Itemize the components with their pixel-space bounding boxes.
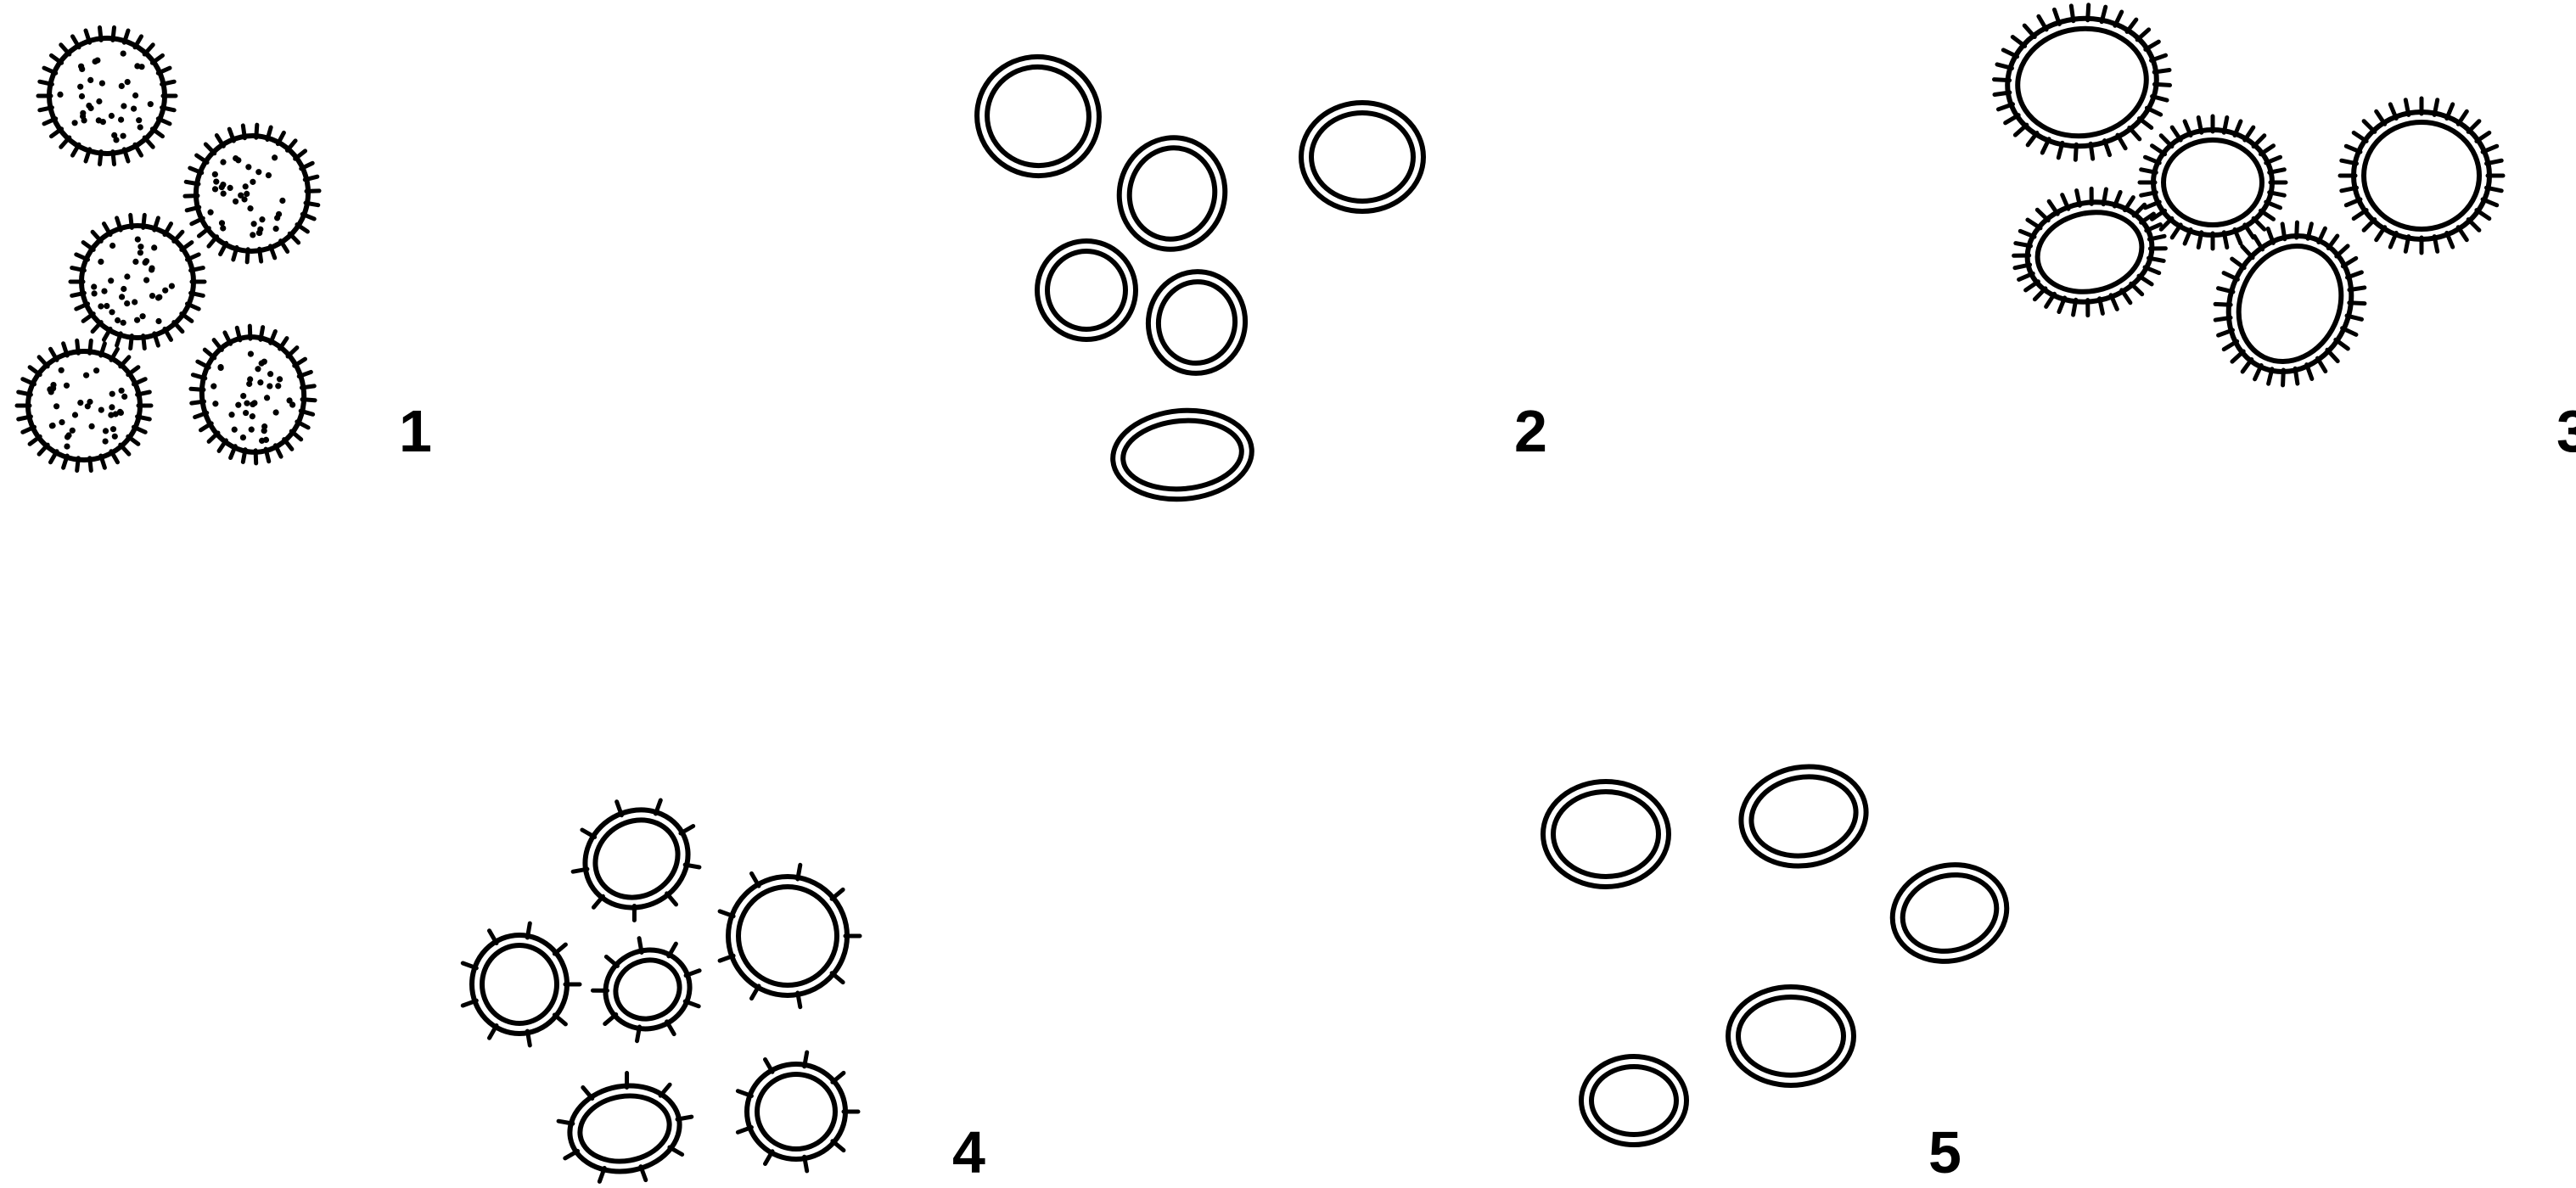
panel-2-cell — [1037, 241, 1136, 339]
panel-4-cell — [553, 775, 722, 941]
panel-1-cell — [38, 27, 176, 164]
panel-2-cell — [1140, 264, 1253, 381]
panel-1-cells — [17, 27, 330, 471]
panel-1-cell — [174, 115, 330, 272]
panel-5-cell — [1543, 782, 1669, 887]
panel-5-cell — [1581, 1056, 1686, 1145]
panel-5-cell — [1733, 757, 1874, 876]
panel-3-cell — [2340, 98, 2503, 253]
panel-4-cell — [581, 922, 717, 1055]
panel-4-cell — [720, 865, 860, 1006]
panel-2-cell — [968, 48, 1108, 186]
panel-5-cell — [1728, 987, 1854, 1085]
panel-1-cell — [70, 215, 205, 348]
panel-4-cell — [738, 1052, 858, 1171]
panel-label-3: 3 — [2556, 398, 2576, 464]
panel-4-cell — [553, 1063, 701, 1188]
panel-4-cells — [463, 775, 860, 1188]
panel-2-cell — [1301, 103, 1423, 211]
panel-2-cell — [1109, 405, 1255, 505]
panel-label-2: 2 — [1514, 398, 1547, 464]
panel-5-cell — [1882, 852, 2018, 973]
panel-3-cells — [1984, 0, 2503, 410]
panel-label-5: 5 — [1928, 1119, 1961, 1185]
panel-4-cell — [463, 923, 580, 1045]
panel-1-cell — [17, 340, 151, 470]
panel-2-cells — [968, 48, 1423, 505]
panel-5-cells — [1543, 757, 2018, 1145]
panel-label-1: 1 — [399, 398, 432, 464]
panel-label-4: 4 — [952, 1119, 985, 1185]
panel-2-cell — [1107, 126, 1237, 261]
panel-1-cell — [182, 318, 323, 471]
panel-3-cell — [2002, 175, 2178, 329]
panel-3-cell — [2140, 116, 2286, 249]
